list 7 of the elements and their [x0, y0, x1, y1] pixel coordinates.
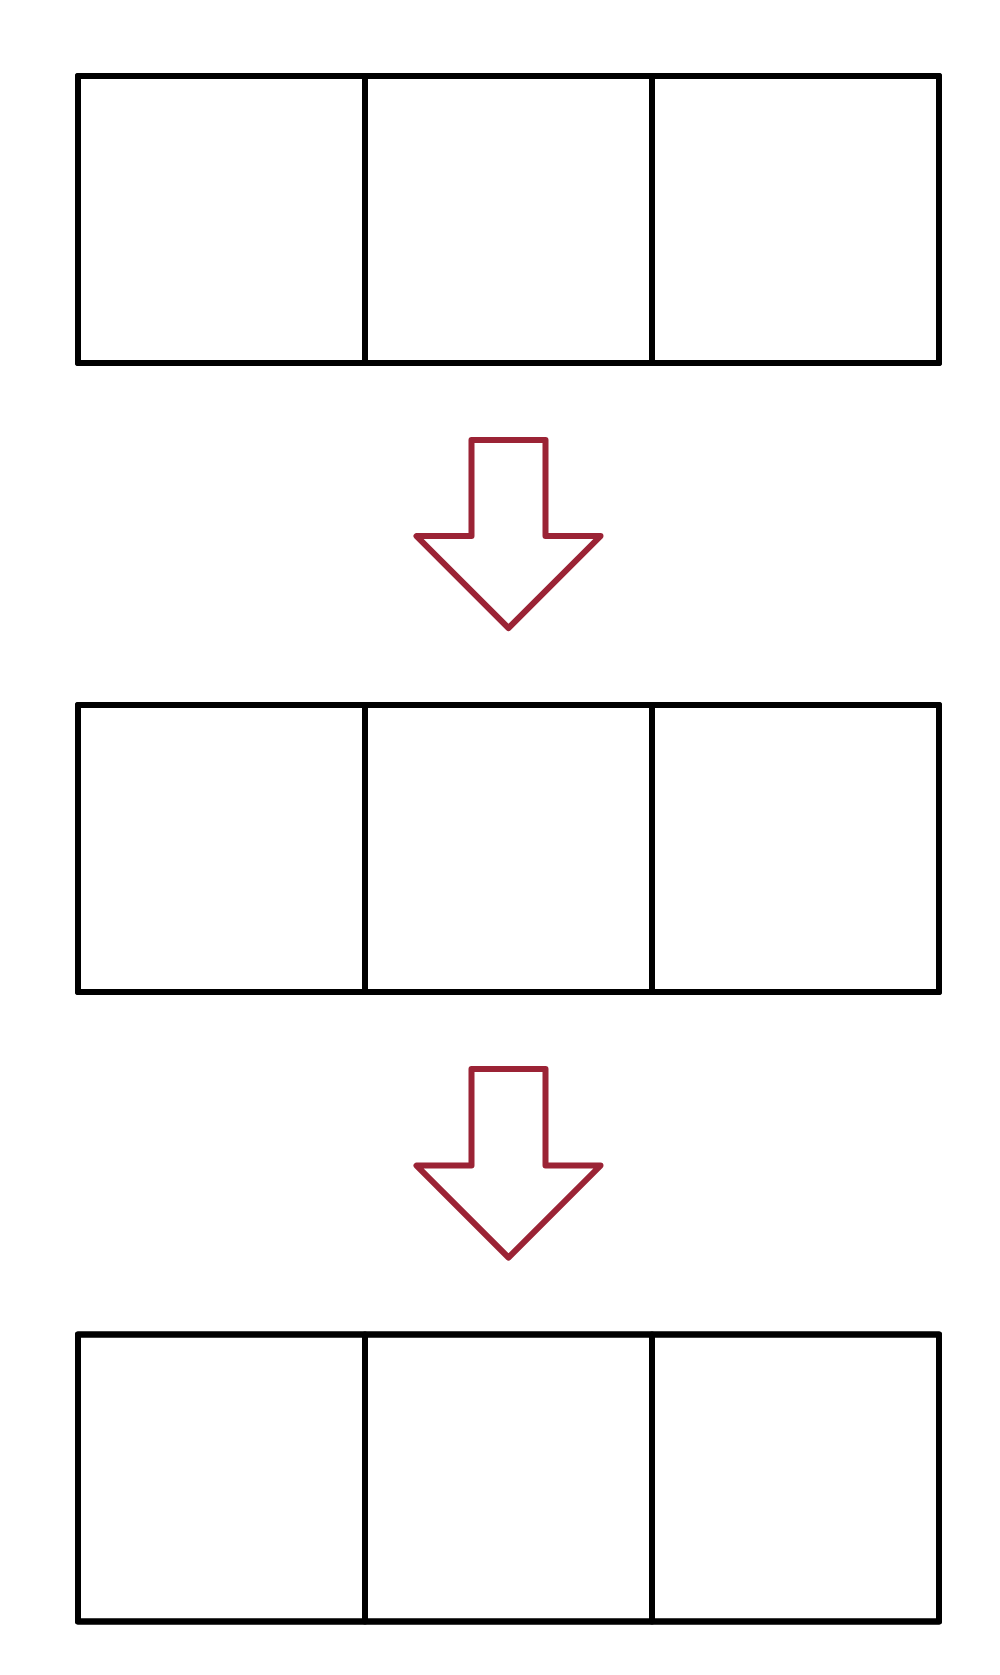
square-box: [649, 702, 942, 995]
block-arrow: [413, 437, 604, 631]
square-box: [362, 1331, 655, 1625]
block-arrow: [413, 1066, 604, 1261]
square-box: [75, 1331, 368, 1625]
square-box: [649, 1331, 942, 1625]
square-box: [649, 73, 942, 366]
